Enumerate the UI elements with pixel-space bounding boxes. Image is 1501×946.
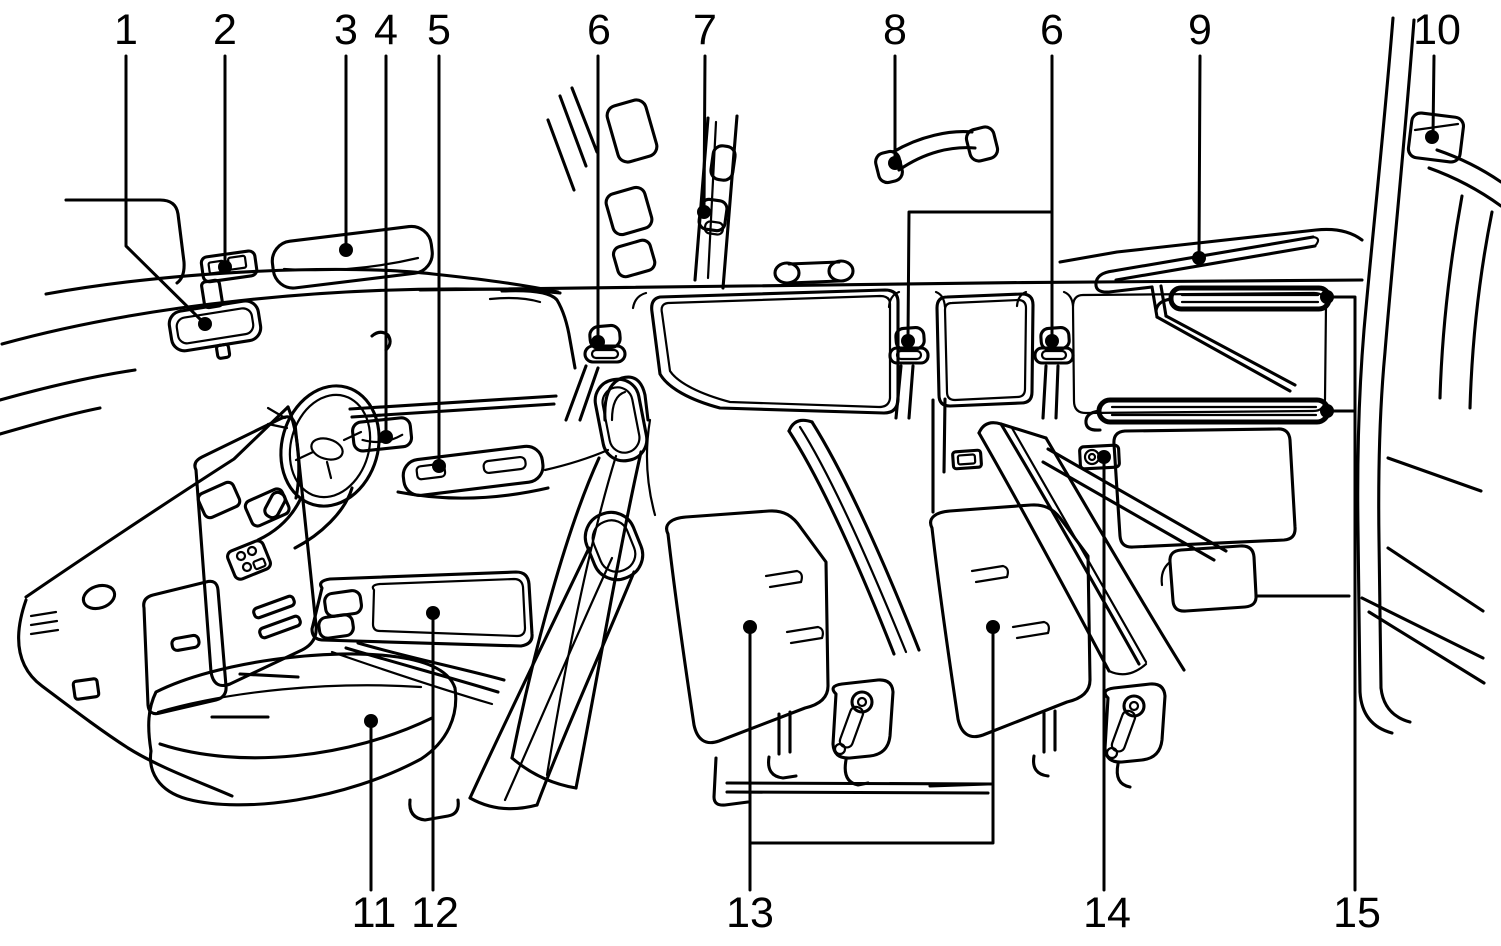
callout-7-dot [697, 205, 711, 219]
curtain-rail-lower [1084, 397, 1331, 432]
callout-7-label: 7 [693, 6, 717, 54]
callout-8-dot [888, 156, 902, 170]
recliner-hinge-center [831, 678, 895, 787]
windshield-headliner [0, 198, 562, 436]
quarter-trim [931, 397, 1351, 613]
callout-15-leader [1332, 295, 1357, 892]
ceiling-assist-grip [874, 125, 1000, 185]
door-armrest-switch-panel [396, 444, 610, 500]
callout-7-leader [702, 54, 707, 212]
sun-visor [270, 224, 434, 290]
callout-13-leader [748, 627, 995, 892]
bench-seat-center [665, 418, 994, 807]
callout-6-front-dot [591, 335, 605, 349]
bench-seat-rear [928, 421, 1186, 789]
callout-9-leader [1197, 54, 1202, 258]
front-door-panel [348, 289, 610, 500]
callout-6-rear-dot-right [1045, 334, 1059, 348]
callout-9: 9 [1188, 6, 1212, 265]
callout-3-dot [339, 243, 353, 257]
roofline [418, 227, 1364, 310]
callout-14: 14 [1083, 450, 1131, 937]
console-box [310, 570, 534, 706]
callout-1: 1 [114, 6, 212, 331]
callout-5-dot [432, 459, 446, 473]
callout-15-label: 15 [1333, 889, 1381, 937]
front-seat-cushion [147, 652, 460, 822]
callout-6-rear: 6 [901, 6, 1064, 348]
sliding-door-window [650, 288, 900, 415]
front-seats [468, 377, 649, 811]
callout-6-rear-dot-left [901, 334, 915, 348]
belt-anchor-mid-left [888, 326, 930, 420]
callout-7: 7 [693, 6, 717, 219]
callout-4: 4 [374, 6, 398, 444]
belt-anchor-front [564, 323, 650, 422]
callout-15-dot-upper [1320, 290, 1334, 304]
steering-wheel [256, 384, 381, 550]
rear-view-mirror [167, 278, 263, 360]
b-pillar [546, 86, 739, 422]
dash-button-cluster [226, 539, 272, 581]
headrest-passenger [583, 510, 645, 582]
callout-11-label: 11 [352, 889, 397, 937]
seat-belt-pillar [693, 114, 739, 290]
callout-2-dot [218, 260, 232, 274]
callout-6-front-label: 6 [587, 6, 611, 54]
callout-13: 13 [726, 620, 1000, 937]
callout-15: 15 [1320, 290, 1381, 937]
dashboard [17, 405, 318, 798]
callout-12: 12 [411, 606, 459, 937]
callout-13-label: 13 [726, 889, 774, 937]
callout-13-dot-right [986, 620, 1000, 634]
callout-11-dot [364, 714, 378, 728]
callout-1-label: 1 [114, 6, 138, 54]
callout-11: 11 [352, 714, 397, 937]
callout-1-leader [124, 54, 207, 326]
callout-4-dot [379, 430, 393, 444]
callout-6-front: 6 [587, 6, 611, 349]
callout-9-label: 9 [1188, 6, 1212, 54]
callout-12-dot [426, 606, 440, 620]
misc-lines [645, 418, 657, 517]
callouts: 1 2 3 4 5 6 7 [114, 6, 1461, 937]
pillar-latch-plate [951, 448, 983, 471]
callout-10-dot [1425, 130, 1439, 144]
curtain-rail-upper [1154, 285, 1332, 313]
callout-3: 3 [334, 6, 358, 257]
coat-hook [1406, 111, 1466, 164]
callout-3-label: 3 [334, 6, 358, 54]
callout-4-label: 4 [374, 6, 398, 54]
callout-14-dot [1097, 450, 1111, 464]
callout-8-label: 8 [883, 6, 907, 54]
rear-door-frame [1356, 16, 1501, 735]
callout-15-dot-lower [1320, 404, 1334, 418]
middle-window [935, 292, 1035, 408]
callout-2-label: 2 [213, 6, 237, 54]
callout-1-dot [198, 317, 212, 331]
callout-12-label: 12 [411, 889, 459, 937]
callout-8: 8 [883, 6, 907, 170]
headrest-driver [593, 377, 649, 463]
callout-14-label: 14 [1083, 889, 1131, 937]
callout-9-dot [1192, 251, 1206, 265]
callout-6-rear-label: 6 [1040, 6, 1064, 54]
curtain-rod [1094, 235, 1320, 393]
callout-10-label: 10 [1413, 6, 1461, 54]
callout-5: 5 [427, 6, 451, 473]
glovebox [142, 579, 228, 716]
recliner-hinge-rear [1103, 682, 1167, 789]
callout-6-rear-leader [906, 54, 1054, 341]
callout-2: 2 [213, 6, 237, 274]
callout-13-dot-left [743, 620, 757, 634]
callout-5-label: 5 [427, 6, 451, 54]
callout-10-leader [1431, 54, 1436, 137]
door-assist-grip [773, 259, 855, 285]
wheelhouse-box [1160, 544, 1351, 613]
callout-10: 10 [1413, 6, 1461, 144]
